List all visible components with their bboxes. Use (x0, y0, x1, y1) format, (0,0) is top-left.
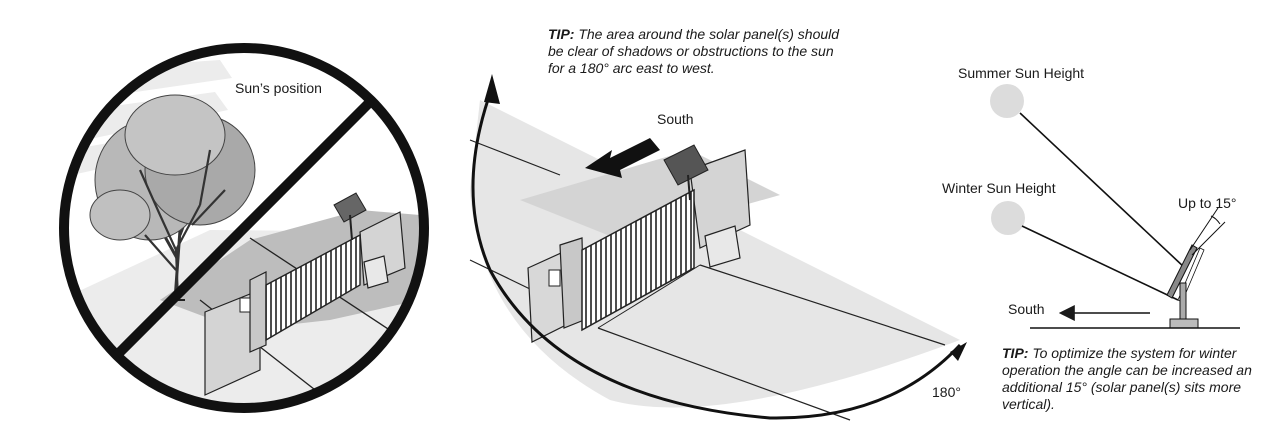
sun-position-label: Sun’s position (235, 80, 322, 96)
prohibition-circle (59, 43, 429, 413)
summer-sun-label: Summer Sun Height (958, 65, 1085, 81)
gate-pillar (559, 237, 585, 329)
tip-text: To optimize the system for winter operat… (1002, 345, 1252, 412)
panel-base (1169, 318, 1199, 329)
summer-ray (1019, 112, 1186, 269)
tip-text: The area around the solar panel(s) shoul… (548, 26, 840, 76)
tip-shadows: TIP: The area around the solar panel(s) … (548, 26, 848, 77)
wall-right (689, 149, 751, 249)
south-label: South (657, 111, 694, 127)
operator-box (704, 225, 741, 268)
summer-sun-icon (990, 84, 1024, 118)
winter-sun-label: Winter Sun Height (942, 180, 1056, 196)
prohibition-slash (113, 97, 375, 359)
keypad (239, 297, 251, 313)
tip-prefix: TIP: (548, 26, 575, 42)
panel-post (1179, 282, 1187, 320)
gate-pillar (249, 271, 267, 353)
gate (581, 188, 695, 332)
tip-prefix: TIP: (1002, 345, 1029, 361)
solar-panel-icon (663, 144, 709, 186)
arc-arrow-right-icon (950, 342, 967, 361)
south-label: South (1008, 301, 1045, 317)
tip-winter: TIP: To optimize the system for winter o… (1002, 345, 1277, 413)
gate (265, 233, 361, 342)
south-arrow-icon (585, 138, 660, 178)
solar-panel-icon (333, 192, 367, 223)
wall-left (204, 289, 261, 396)
solar-panel-icon (1166, 244, 1198, 299)
arc-label: 180° (932, 384, 961, 400)
angle-label: Up to 15° (1178, 195, 1237, 211)
tree-icon (89, 94, 256, 301)
keypad (548, 269, 561, 287)
arc-arrow-left-icon (484, 74, 500, 104)
angle-line-1 (1189, 207, 1219, 251)
winter-ray (1021, 225, 1179, 301)
middle-panel (469, 74, 967, 421)
left-panel (59, 43, 429, 413)
winter-sun-icon (991, 201, 1025, 235)
right-panel (990, 84, 1240, 329)
arc-180 (471, 87, 962, 420)
angle-line-2 (1191, 221, 1226, 256)
operator-box (363, 255, 389, 289)
